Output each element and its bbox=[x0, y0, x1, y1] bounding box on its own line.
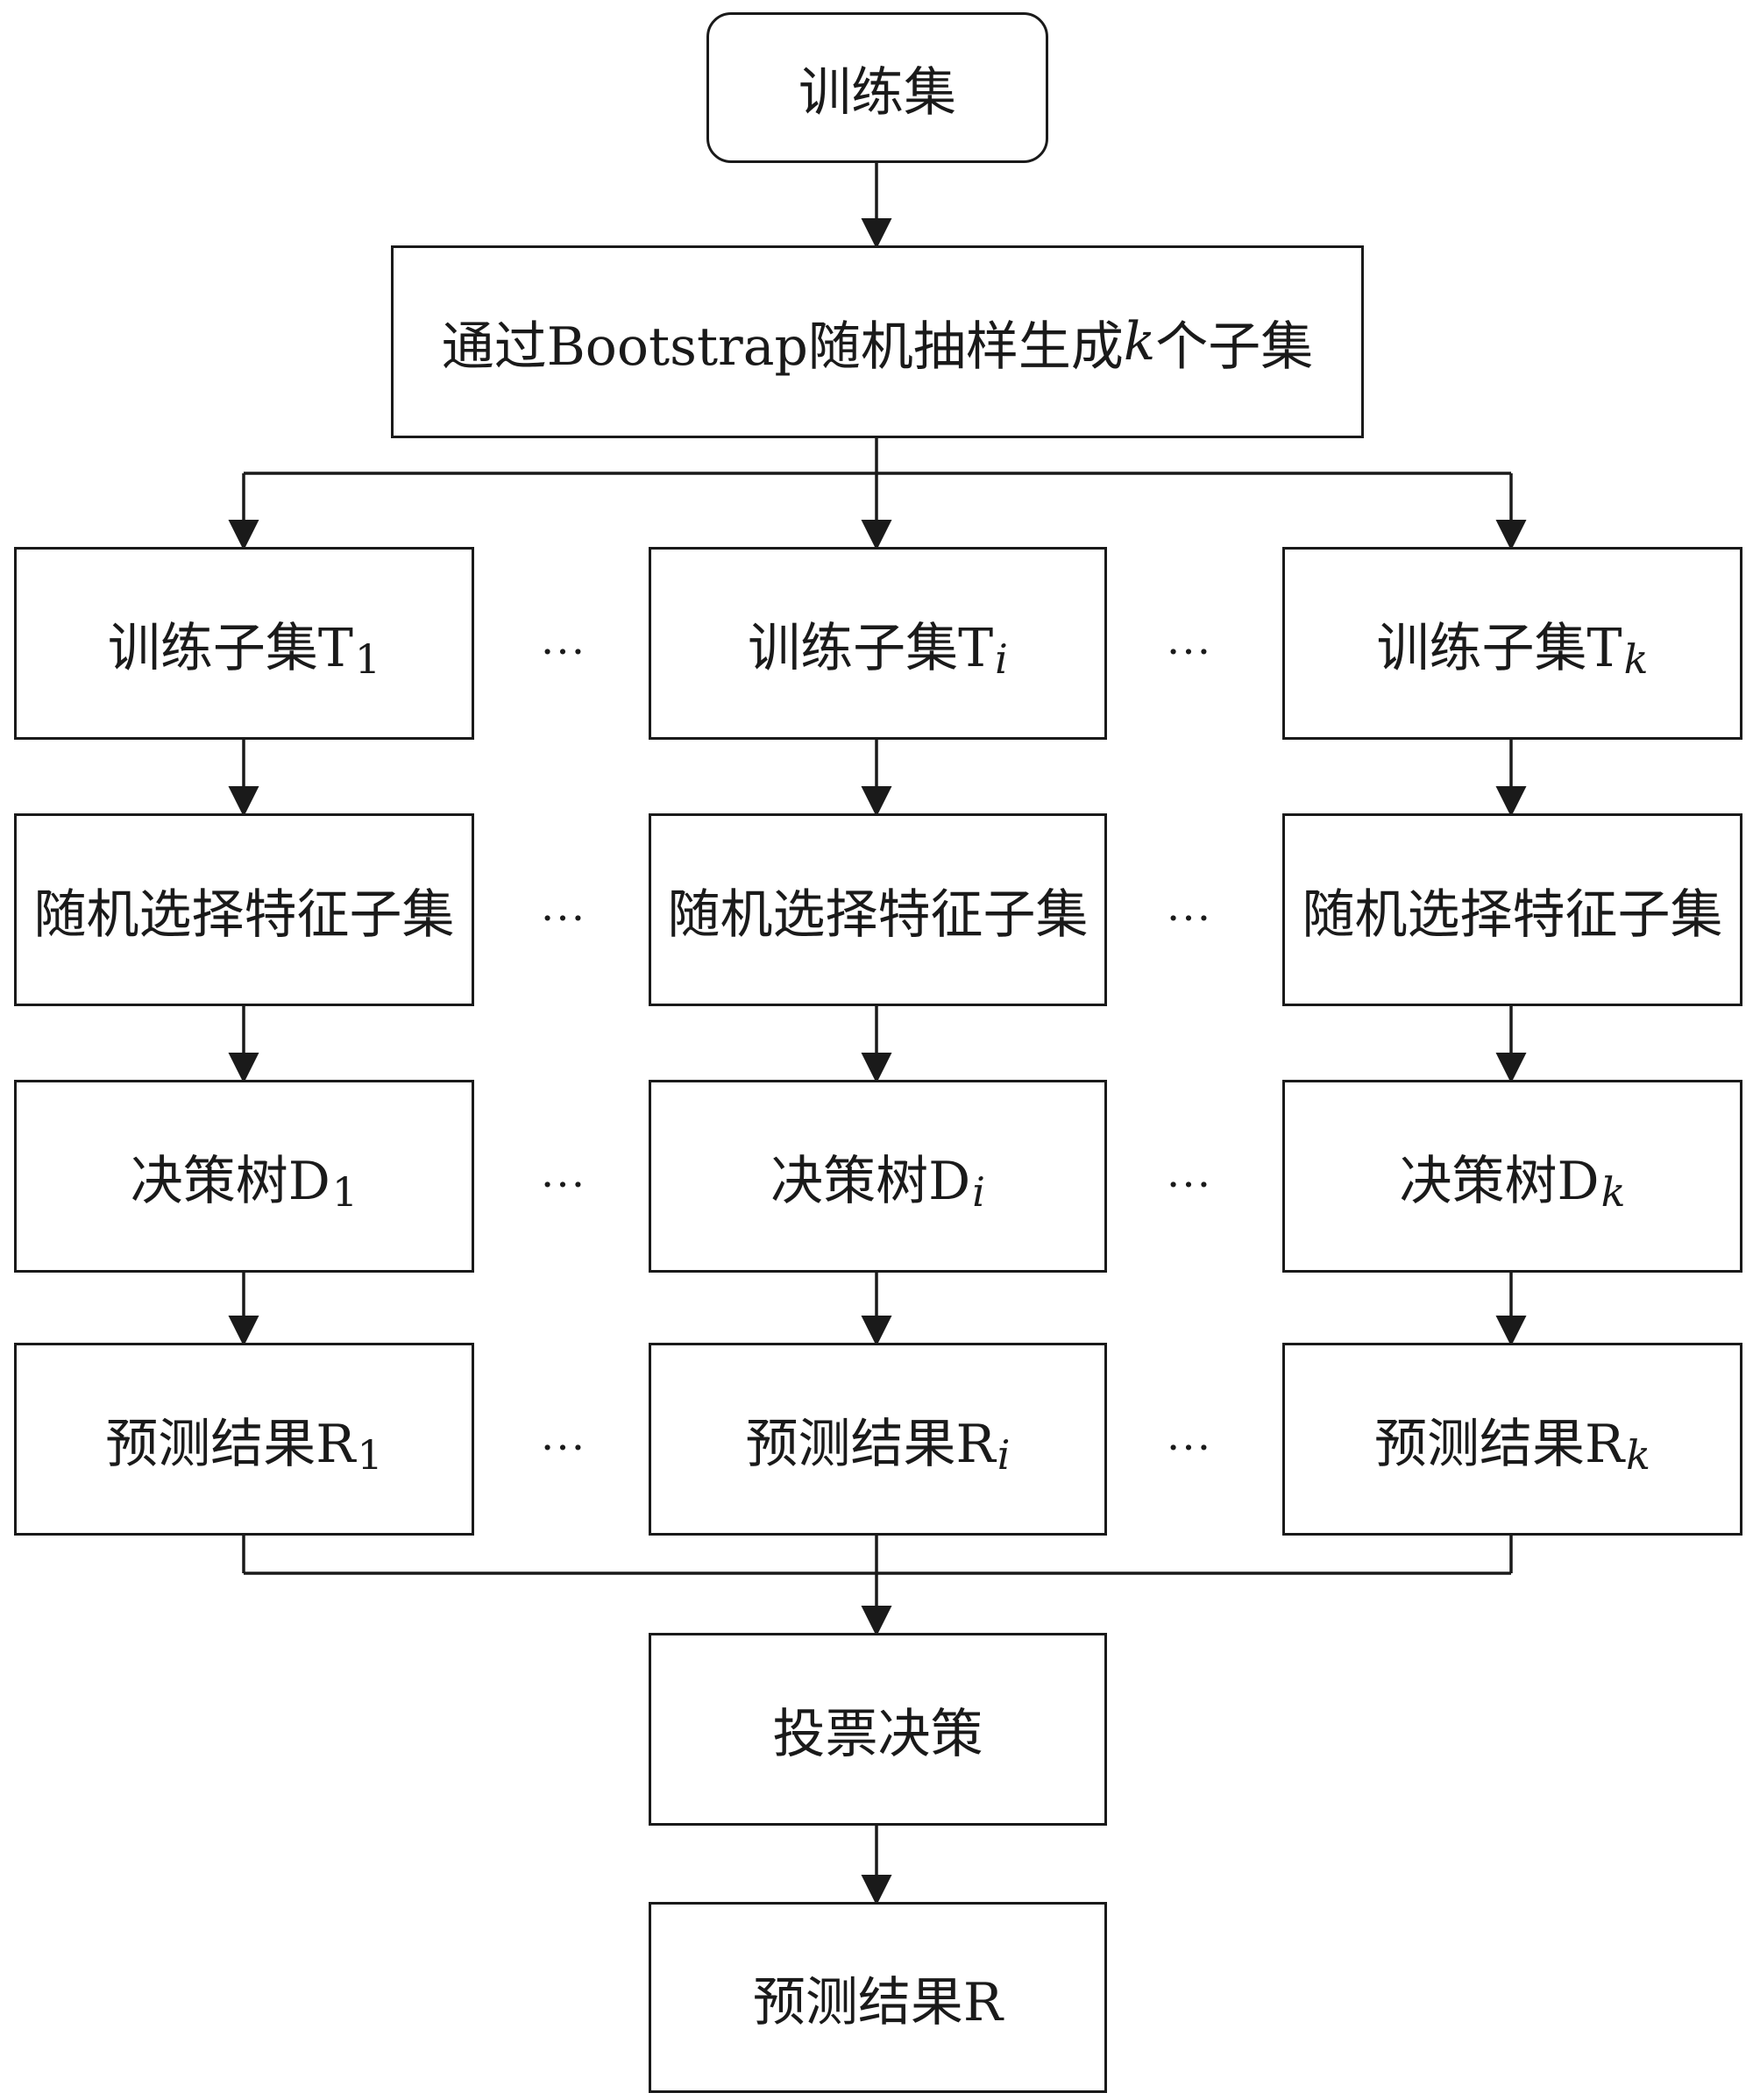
training-subset-label: 训练子集T bbox=[1376, 617, 1622, 679]
feature-select-i: 随机选择特征子集 bbox=[649, 813, 1107, 1006]
prediction-label: 预测结果R bbox=[1373, 1413, 1625, 1475]
training-subset-sub: 1 bbox=[354, 635, 381, 683]
feature-select-k: 随机选择特征子集 bbox=[1282, 813, 1742, 1006]
final-result-node: 预测结果R bbox=[649, 1902, 1107, 2093]
training-subset-sub: i bbox=[995, 635, 1008, 683]
prediction-label: 预测结果R bbox=[105, 1413, 356, 1475]
decision-tree-sub: i bbox=[972, 1168, 985, 1216]
decision-tree-sub: 1 bbox=[331, 1168, 358, 1216]
decision-tree-label: 决策树D bbox=[770, 1150, 971, 1212]
decision-tree-sub: k bbox=[1600, 1168, 1626, 1216]
ellipsis: … bbox=[540, 1147, 586, 1197]
ellipsis: … bbox=[1166, 1147, 1211, 1197]
ellipsis: … bbox=[1166, 614, 1211, 664]
bootstrap-label: 通过Bootstrap随机抽样生成 bbox=[441, 316, 1124, 378]
feature-select-label: 随机选择特征子集 bbox=[667, 883, 1089, 946]
prediction-label: 预测结果R bbox=[745, 1413, 996, 1475]
bootstrap-suffix: 个子集 bbox=[1155, 316, 1314, 378]
training-subset-label: 训练子集T bbox=[107, 617, 353, 679]
decision-tree-label: 决策树D bbox=[130, 1150, 330, 1212]
vote-label: 投票决策 bbox=[772, 1703, 983, 1765]
final-result-label: 预测结果R bbox=[752, 1971, 1004, 2033]
ellipsis: … bbox=[540, 1410, 586, 1460]
training-subset-sub: k bbox=[1623, 635, 1649, 683]
bootstrap-k: k bbox=[1123, 311, 1156, 372]
prediction-sub: k bbox=[1626, 1431, 1651, 1479]
training-set-node: 训练集 bbox=[706, 12, 1048, 163]
ellipsis: … bbox=[540, 614, 586, 664]
prediction-sub: i bbox=[997, 1431, 1011, 1479]
ellipsis: … bbox=[1166, 881, 1211, 931]
feature-select-1: 随机选择特征子集 bbox=[14, 813, 474, 1006]
training-subset-label: 训练子集T bbox=[748, 617, 994, 679]
training-set-label: 训练集 bbox=[798, 61, 956, 124]
prediction-sub: 1 bbox=[357, 1431, 383, 1479]
ellipsis: … bbox=[1166, 1410, 1211, 1460]
ellipsis: … bbox=[540, 881, 586, 931]
feature-select-label: 随机选择特征子集 bbox=[33, 883, 455, 946]
feature-select-label: 随机选择特征子集 bbox=[1302, 883, 1723, 946]
vote-node: 投票决策 bbox=[649, 1633, 1107, 1826]
decision-tree-label: 决策树D bbox=[1399, 1150, 1600, 1212]
